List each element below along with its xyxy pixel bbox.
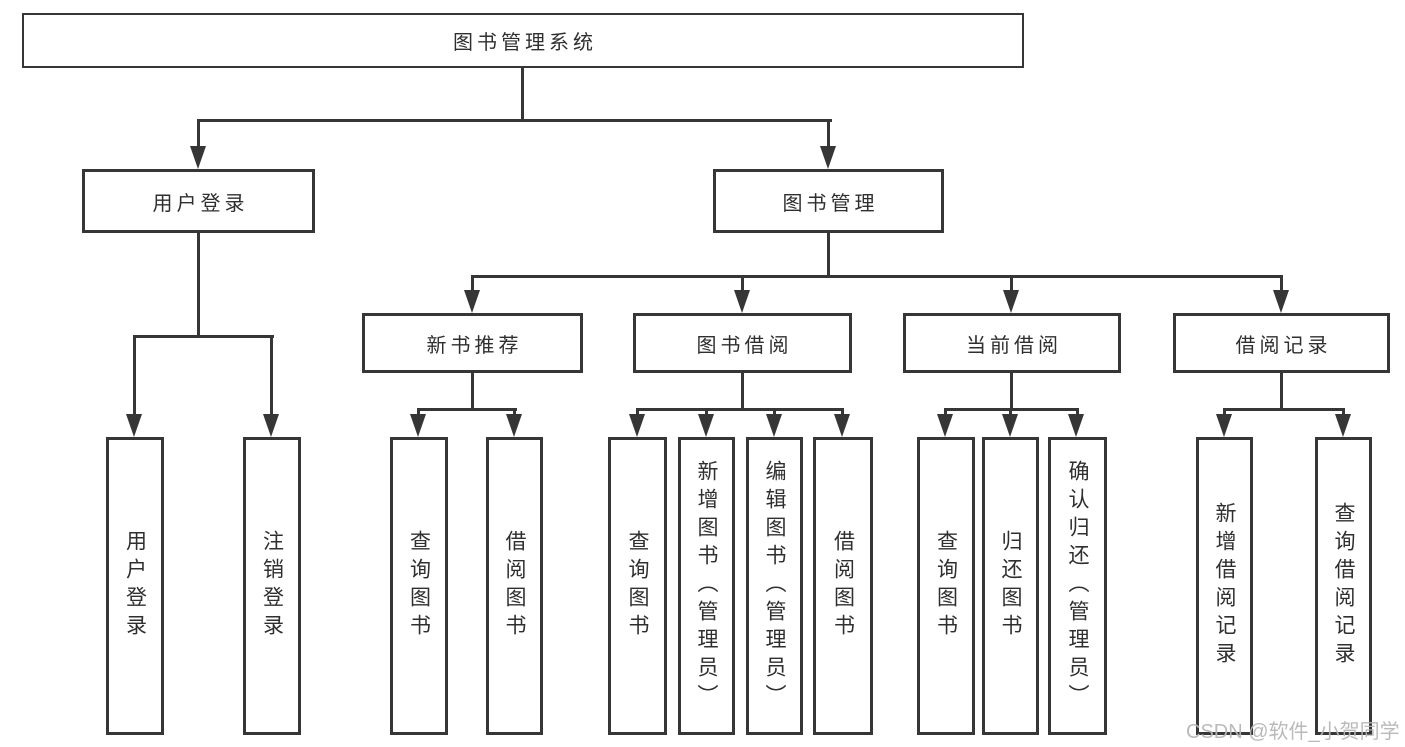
node-user-login-label: 用户登录: [152, 192, 249, 215]
connector-root-bar: [197, 119, 832, 122]
leaf-return-books: 归还图书: [982, 437, 1039, 735]
leaf-user-login: 用户登录: [106, 437, 164, 735]
node-root-label: 图书管理系统: [453, 32, 597, 54]
arrowhead-borrow-records: [1273, 290, 1289, 313]
connector-userlogin-bar: [133, 335, 274, 338]
leaf-add-books-admin: 新增图书（管理员）: [678, 437, 735, 735]
leaf-edit-books-admin: 编辑图书（管理员）: [746, 437, 803, 735]
node-book-mgmt-label: 图书管理: [782, 192, 879, 215]
connector-drop-book-borrow: [741, 275, 744, 293]
connector-drop-cb3: [1076, 408, 1079, 417]
connector-drop-cb2: [1009, 408, 1012, 417]
connector-bookmgmt-stem: [827, 233, 830, 278]
arrowhead-bb1: [629, 414, 645, 437]
connector-newbooks-bar: [417, 408, 517, 411]
arrowhead-book-mgmt: [820, 146, 836, 169]
connector-drop-cb1: [944, 408, 947, 417]
leaf-borrow-books-label: 借阅图书: [831, 530, 855, 642]
leaf-add-borrow-record: 新增借阅记录: [1196, 437, 1253, 735]
connector-bookborrow-bar: [636, 408, 844, 411]
leaf-query-books-borrow-label: 查询图书: [626, 530, 650, 642]
connector-drop-nb2: [513, 408, 516, 417]
arrowhead-leaf-logout: [263, 414, 279, 437]
leaf-query-books-current-label: 查询图书: [934, 530, 958, 642]
leaf-borrow-books-recommend: 借阅图书: [486, 437, 543, 735]
node-book-mgmt: 图书管理: [713, 169, 944, 233]
leaf-return-books-label: 归还图书: [999, 530, 1023, 642]
connector-drop-bb4: [841, 408, 844, 417]
connector-userlogin-stem: [197, 233, 200, 337]
connector-borrowrecords-stem: [1280, 373, 1283, 410]
arrowhead-current-borrow: [1003, 290, 1019, 313]
arrowhead-cb2: [1002, 414, 1018, 437]
leaf-query-books-recommend-label: 查询图书: [407, 530, 431, 642]
leaf-add-books-admin-label: 新增图书（管理员）: [695, 460, 719, 712]
node-borrow-records-label: 借阅记录: [1235, 334, 1332, 357]
connector-drop-nb1: [417, 408, 420, 417]
leaf-confirm-return-admin: 确认归还（管理员）: [1048, 437, 1107, 735]
leaf-query-books-current: 查询图书: [917, 437, 975, 735]
connector-drop-leaf-login: [133, 335, 136, 417]
connector-bookborrow-stem: [741, 373, 744, 410]
arrowhead-book-borrow: [734, 290, 750, 313]
connector-drop-book-mgmt: [827, 119, 830, 149]
connector-drop-leaf-logout: [270, 335, 273, 417]
arrowhead-leaf-login: [126, 414, 142, 437]
connector-drop-br2: [1342, 408, 1345, 417]
arrowhead-cb3: [1068, 414, 1084, 437]
connector-bookmgmt-bar: [471, 275, 1283, 278]
leaf-borrow-books-recommend-label: 借阅图书: [503, 530, 527, 642]
leaf-query-borrow-record: 查询借阅记录: [1315, 437, 1372, 735]
arrowhead-bb4: [834, 414, 850, 437]
node-borrow-records: 借阅记录: [1173, 313, 1390, 373]
connector-drop-bb2: [705, 408, 708, 417]
node-root: 图书管理系统: [22, 13, 1024, 68]
arrowhead-bb3: [766, 414, 782, 437]
connector-newbooks-stem: [471, 373, 474, 410]
arrowhead-bb2: [698, 414, 714, 437]
arrowhead-new-books: [464, 290, 480, 313]
arrowhead-cb1: [937, 414, 953, 437]
leaf-add-borrow-record-label: 新增借阅记录: [1213, 502, 1237, 670]
leaf-query-books-recommend: 查询图书: [390, 437, 448, 735]
leaf-edit-books-admin-label: 编辑图书（管理员）: [763, 460, 787, 712]
arrowhead-user-login: [190, 146, 206, 169]
arrowhead-nb2: [506, 414, 522, 437]
connector-drop-br1: [1223, 408, 1226, 417]
node-current-borrow: 当前借阅: [903, 313, 1121, 373]
connector-currentborrow-stem: [1010, 373, 1013, 410]
node-new-book-recommend: 新书推荐: [362, 313, 583, 373]
connector-drop-user-login: [197, 119, 200, 149]
connector-drop-new-books: [471, 275, 474, 293]
leaf-logout-label: 注销登录: [260, 530, 284, 642]
connector-root-stem: [521, 66, 524, 122]
leaf-query-books-borrow: 查询图书: [608, 437, 667, 735]
connector-drop-borrow-records: [1280, 275, 1283, 293]
node-new-book-recommend-label: 新书推荐: [426, 334, 523, 357]
leaf-confirm-return-admin-label: 确认归还（管理员）: [1066, 460, 1090, 712]
leaf-borrow-books: 借阅图书: [813, 437, 873, 735]
node-current-borrow-label: 当前借阅: [966, 334, 1062, 357]
watermark-text: CSDN @软件_小贺同学: [1186, 721, 1400, 743]
arrowhead-nb1: [410, 414, 426, 437]
connector-drop-bb3: [773, 408, 776, 417]
arrowhead-br2: [1335, 414, 1351, 437]
leaf-query-borrow-record-label: 查询借阅记录: [1332, 502, 1356, 670]
connector-drop-current-borrow: [1010, 275, 1013, 293]
node-book-borrow: 图书借阅: [633, 313, 852, 373]
leaf-user-login-label: 用户登录: [123, 530, 147, 642]
connector-borrowrecords-bar: [1223, 408, 1345, 411]
connector-drop-bb1: [636, 408, 639, 417]
node-user-login: 用户登录: [82, 169, 315, 233]
leaf-logout: 注销登录: [243, 437, 301, 735]
arrowhead-br1: [1216, 414, 1232, 437]
node-book-borrow-label: 图书借阅: [696, 334, 793, 357]
